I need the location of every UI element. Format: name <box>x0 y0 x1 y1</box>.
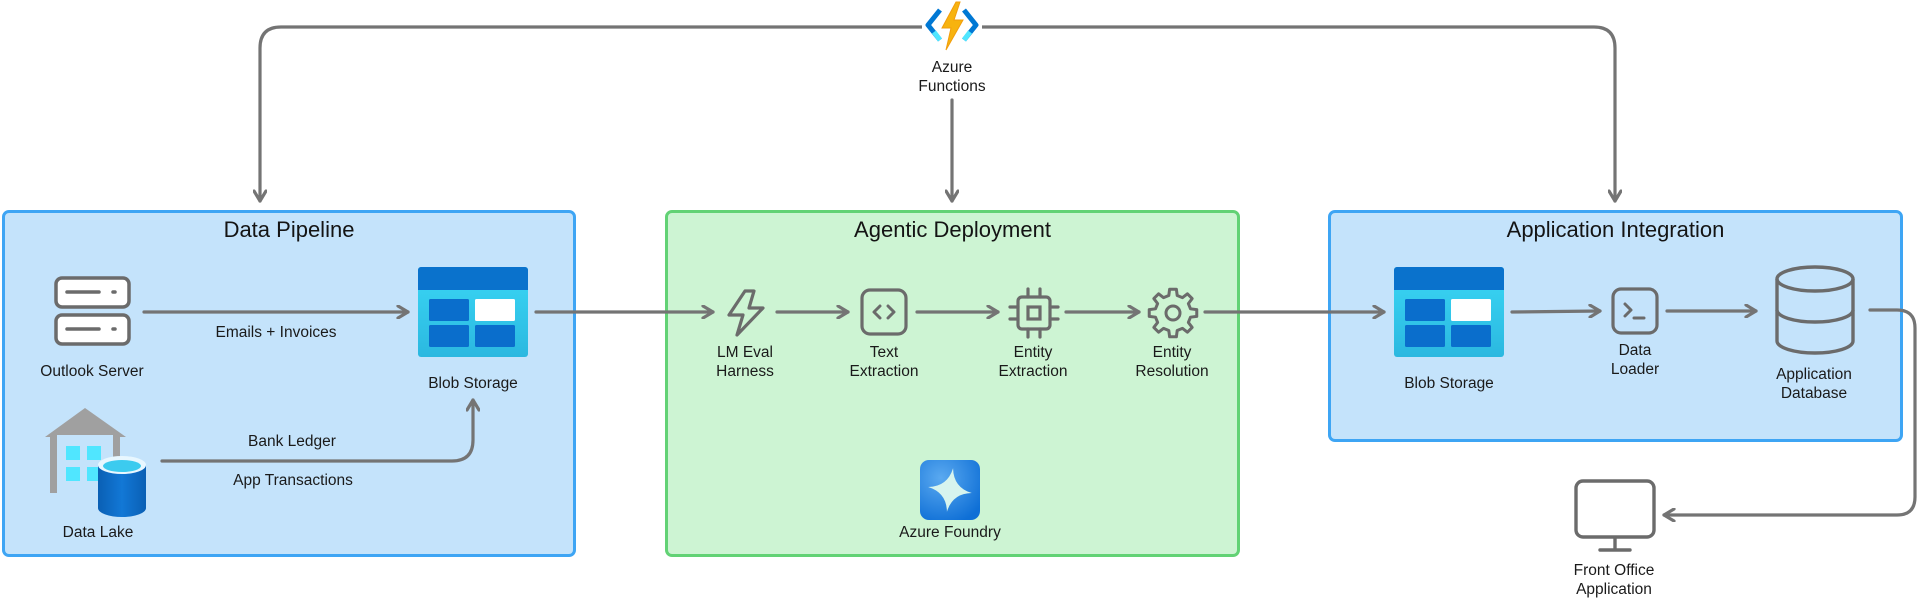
server-icon <box>54 276 131 346</box>
label-line: Loader <box>1610 361 1660 378</box>
edge-label-emails-invoices: Emails + Invoices <box>215 324 337 341</box>
data-lake-icon <box>45 408 146 517</box>
blob-storage-icon <box>1394 267 1504 357</box>
blob-storage-label: Blob Storage <box>428 375 518 392</box>
connector-datalake-to-blob <box>160 398 473 463</box>
label-line: Text <box>869 344 899 361</box>
label-line: Functions <box>918 78 986 95</box>
blob-storage-2-label: Blob Storage <box>1404 375 1494 392</box>
gear-icon <box>1147 287 1199 339</box>
blob-storage-icon <box>418 267 528 357</box>
azure-foundry-icon <box>920 460 980 520</box>
entity-extraction-label: Entity Extraction <box>999 343 1068 381</box>
entity-resolution-label: Entity Resolution <box>1135 343 1208 381</box>
label-line: Database <box>1780 385 1848 402</box>
data-lake-label: Data Lake <box>62 524 134 541</box>
connector-blob-to-data-loader <box>1510 311 1602 312</box>
label-line: Data <box>1618 342 1652 359</box>
connector-functions-to-app-integration <box>980 25 1615 203</box>
terminal-icon <box>1611 287 1659 335</box>
data-loader-label: Data Loader <box>1611 341 1659 379</box>
label-line: Application <box>1576 581 1652 598</box>
group-title: Data Pipeline <box>223 217 355 242</box>
label-line: Entity <box>1152 344 1192 361</box>
azure-functions-label: Azure Functions <box>918 58 985 96</box>
label-line: Harness <box>716 363 774 380</box>
group-title: Agentic Deployment <box>854 217 1051 242</box>
lightning-icon <box>727 289 765 337</box>
label-line: Extraction <box>849 363 919 380</box>
label-line: Resolution <box>1135 363 1209 380</box>
monitor-icon <box>1574 479 1656 552</box>
connector-functions-to-data-pipeline <box>260 25 924 203</box>
database-icon <box>1775 265 1855 355</box>
application-database-label: Application Database <box>1776 365 1852 403</box>
label-line: Entity <box>1013 344 1053 361</box>
front-office-application-label: Front Office Application <box>1574 561 1655 599</box>
chip-icon <box>1008 287 1060 339</box>
label-line: Application <box>1776 366 1852 383</box>
label-line: Extraction <box>998 363 1068 380</box>
azure-foundry-label: Azure Foundry <box>899 524 1001 541</box>
outlook-server-label: Outlook Server <box>40 363 144 380</box>
label-line: Azure <box>931 59 973 76</box>
label-line: Front Office <box>1573 562 1655 579</box>
label-line: LM Eval <box>717 344 773 361</box>
text-extraction-label: Text Extraction <box>850 343 919 381</box>
edge-label-app-transactions: App Transactions <box>233 472 353 489</box>
edge-label-bank-ledger: Bank Ledger <box>248 433 336 450</box>
group-title: Application Integration <box>1506 217 1725 242</box>
azure-functions-icon <box>922 0 982 52</box>
connector-database-to-front-office <box>1662 308 1917 515</box>
lm-eval-harness-label: LM Eval Harness <box>716 343 774 381</box>
code-icon <box>860 288 908 336</box>
